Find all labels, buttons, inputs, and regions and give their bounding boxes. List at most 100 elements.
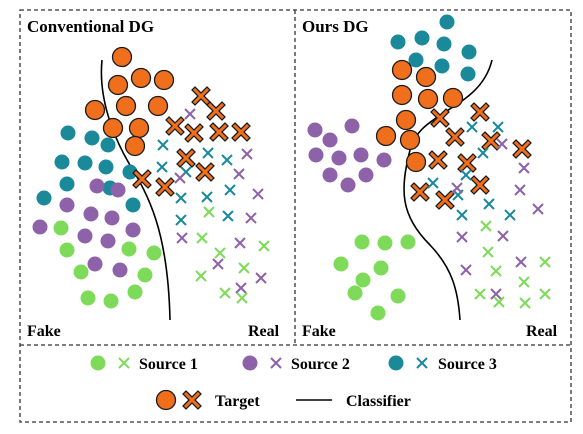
target-fake-point [395, 109, 417, 131]
source2-fake-point [322, 167, 338, 183]
source2-real-cross [255, 272, 267, 284]
source3-fake-point [100, 137, 116, 153]
source1-fake-point [59, 242, 75, 258]
source3-fake-point [390, 34, 406, 50]
source3-real-cross [466, 121, 478, 133]
source2-real-cross [456, 231, 468, 243]
source2-real-cross [241, 148, 253, 160]
source2-fake-point [83, 206, 99, 222]
legend-classifier-label: Classifier [346, 393, 411, 410]
right-fake-label: Fake [302, 323, 336, 340]
target-fake-point [124, 135, 146, 157]
source2-fake-point [104, 210, 120, 226]
target-real-cross [430, 108, 450, 128]
source2-real-cross [496, 138, 508, 150]
target-fake-point [405, 151, 427, 173]
target-fake-point [111, 46, 133, 68]
source1-fake-point [390, 288, 406, 304]
source1-fake-point [347, 285, 363, 301]
legend-target-label: Target [215, 393, 260, 410]
source3-fake-point [59, 176, 75, 192]
target-real-cross [445, 127, 465, 147]
source2-fake-point [344, 118, 360, 134]
target-fake-point [115, 95, 137, 117]
target-real-cross [176, 148, 196, 168]
source2-fake-point [308, 147, 324, 163]
source1-fake-point [103, 293, 119, 309]
source1-real-cross [482, 246, 494, 258]
source3-fake-point [461, 44, 477, 60]
source3-fake-point [434, 58, 450, 74]
source2-real-cross [233, 168, 245, 180]
source2-real-cross [515, 256, 527, 268]
target-fake-point [391, 84, 413, 106]
source2-real-cross [532, 203, 544, 215]
legend-source1-label: Source 1 [139, 356, 198, 373]
source1-real-cross [214, 247, 226, 259]
target-real-cross [435, 190, 455, 210]
source1-real-cross [518, 276, 530, 288]
source1-real-cross [118, 357, 130, 369]
source3-fake-point [36, 190, 52, 206]
source3-real-cross [157, 139, 169, 151]
source2-real-cross [514, 184, 526, 196]
source1-real-cross [258, 240, 270, 252]
target-real-cross [184, 123, 204, 143]
source2-real-cross [460, 264, 472, 276]
source2-fake-point [322, 132, 338, 148]
target-fake-point [155, 389, 177, 411]
source1-real-cross [474, 288, 486, 300]
source2-real-cross [252, 188, 264, 200]
source2-fake-point [331, 150, 347, 166]
source2-fake-point [353, 147, 369, 163]
source2-fake-point [32, 219, 48, 235]
source3-real-cross [492, 121, 504, 133]
source2-fake-point [307, 122, 323, 138]
source3-fake-point [439, 14, 455, 30]
source2-fake-point [358, 167, 374, 183]
source3-real-cross [202, 147, 214, 159]
source2-fake-point [112, 262, 128, 278]
source2-real-cross [451, 182, 463, 194]
source1-real-cross [196, 232, 208, 244]
source2-fake-point [87, 256, 103, 272]
left-panel-title: Conventional DG [27, 17, 154, 36]
target-fake-point [417, 88, 439, 110]
target-real-cross [512, 139, 532, 159]
source2-fake-point [125, 222, 141, 238]
target-fake-point [84, 99, 106, 121]
target-fake-point [415, 66, 437, 88]
target-real-cross [428, 150, 448, 170]
target-fake-point [375, 125, 397, 147]
target-fake-point [153, 69, 175, 91]
source1-fake-point [73, 264, 89, 280]
target-fake-point [147, 95, 169, 117]
source2-fake-point [110, 182, 126, 198]
source3-real-cross [201, 191, 213, 203]
source1-fake-point [127, 284, 143, 300]
source1-fake-point [400, 234, 416, 250]
source1-fake-point [137, 267, 153, 283]
source1-fake-point [355, 272, 371, 288]
target-real-cross [481, 131, 501, 151]
source1-fake-point [121, 241, 137, 257]
source1-real-cross [480, 220, 492, 232]
source1-real-cross [539, 256, 551, 268]
target-real-cross [195, 162, 215, 182]
source2-real-cross [490, 288, 502, 300]
source1-fake-point [354, 234, 370, 250]
source1-real-cross [519, 297, 531, 309]
left-real-label: Real [248, 323, 280, 340]
target-real-cross [206, 101, 226, 121]
source3-fake-point [460, 66, 476, 82]
legend-markers [90, 355, 428, 411]
legend-source2-label: Source 2 [291, 356, 350, 373]
right-real-label: Real [526, 323, 558, 340]
target-real-cross [470, 102, 490, 122]
source2-fake-point [59, 197, 75, 213]
source3-real-cross [224, 184, 236, 196]
source2-real-cross [212, 258, 224, 270]
source2-fake-point [376, 152, 392, 168]
source2-real-cross [174, 172, 186, 184]
